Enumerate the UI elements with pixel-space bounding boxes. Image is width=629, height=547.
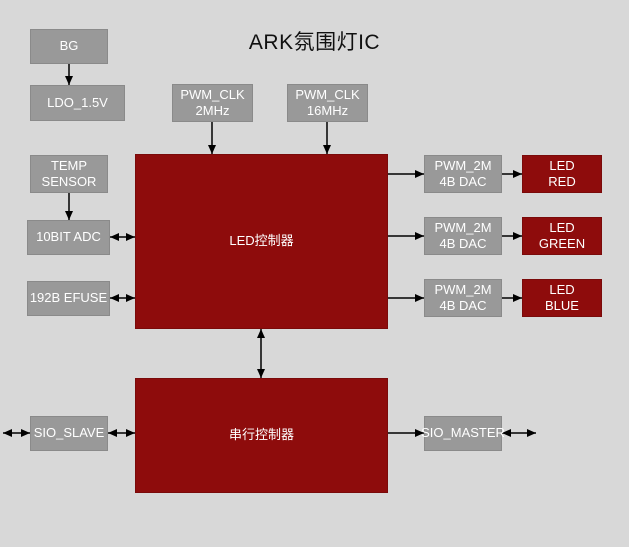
block-led-controller: LED控制器 [135, 154, 388, 329]
block-pwm-clk-16mhz: PWM_CLK 16MHz [287, 84, 368, 122]
block-led-red-line1: LED [549, 157, 575, 173]
block-led-blue-line1: LED [549, 281, 575, 297]
block-led-red-line2: RED [548, 174, 576, 189]
block-10bit-adc-label: 10BIT ADC [36, 229, 101, 245]
block-led-blue: LED BLUE [522, 279, 602, 317]
diagram-title: ARK氛围灯IC [248, 31, 381, 54]
block-dac-green-line1: PWM_2M [434, 219, 492, 235]
block-dac-red-line1: PWM_2M [434, 157, 492, 173]
block-led-controller-label: LED控制器 [229, 233, 294, 249]
block-sio-slave-label: SIO_SLAVE [33, 425, 105, 441]
block-led-blue-line2: BLUE [545, 298, 579, 313]
block-dac-green-line2: 4B DAC [439, 236, 487, 251]
block-bg-label: BG [59, 38, 79, 54]
block-dac-blue: PWM_2M 4B DAC [424, 279, 502, 317]
block-pwm-clk-2mhz-line2: 2MHz [195, 103, 230, 118]
block-pwm-clk-2mhz: PWM_CLK 2MHz [172, 84, 253, 122]
block-sio-master: SIO_MASTER [421, 416, 505, 451]
block-temp-sensor: TEMP SENSOR [30, 155, 108, 193]
block-10bit-adc: 10BIT ADC [27, 220, 110, 255]
block-led-green: LED GREEN [522, 217, 602, 255]
block-temp-sensor-line2: SENSOR [41, 174, 97, 189]
block-dac-red-line2: 4B DAC [439, 174, 487, 189]
block-ldo: LDO_1.5V [30, 85, 125, 121]
block-192b-efuse: 192B EFUSE [27, 281, 110, 316]
block-dac-red: PWM_2M 4B DAC [424, 155, 502, 193]
block-192b-efuse-label: 192B EFUSE [29, 290, 108, 306]
block-led-green-line1: LED [549, 219, 575, 235]
block-dac-blue-line1: PWM_2M [434, 281, 492, 297]
block-bg: BG [30, 29, 108, 64]
block-dac-green: PWM_2M 4B DAC [424, 217, 502, 255]
block-sio-slave: SIO_SLAVE [30, 416, 108, 451]
block-pwm-clk-16mhz-line1: PWM_CLK [295, 86, 360, 102]
block-led-green-line2: GREEN [538, 236, 586, 251]
block-sio-master-label: SIO_MASTER [421, 425, 505, 441]
block-ldo-label: LDO_1.5V [47, 94, 108, 110]
block-dac-blue-line2: 4B DAC [439, 298, 487, 313]
block-pwm-clk-16mhz-line2: 16MHz [306, 103, 349, 118]
block-led-red: LED RED [522, 155, 602, 193]
block-serial-controller-label: 串行控制器 [228, 427, 294, 443]
block-temp-sensor-line1: TEMP [50, 157, 88, 173]
block-serial-controller: 串行控制器 [135, 378, 388, 493]
block-pwm-clk-2mhz-line1: PWM_CLK [180, 86, 245, 102]
